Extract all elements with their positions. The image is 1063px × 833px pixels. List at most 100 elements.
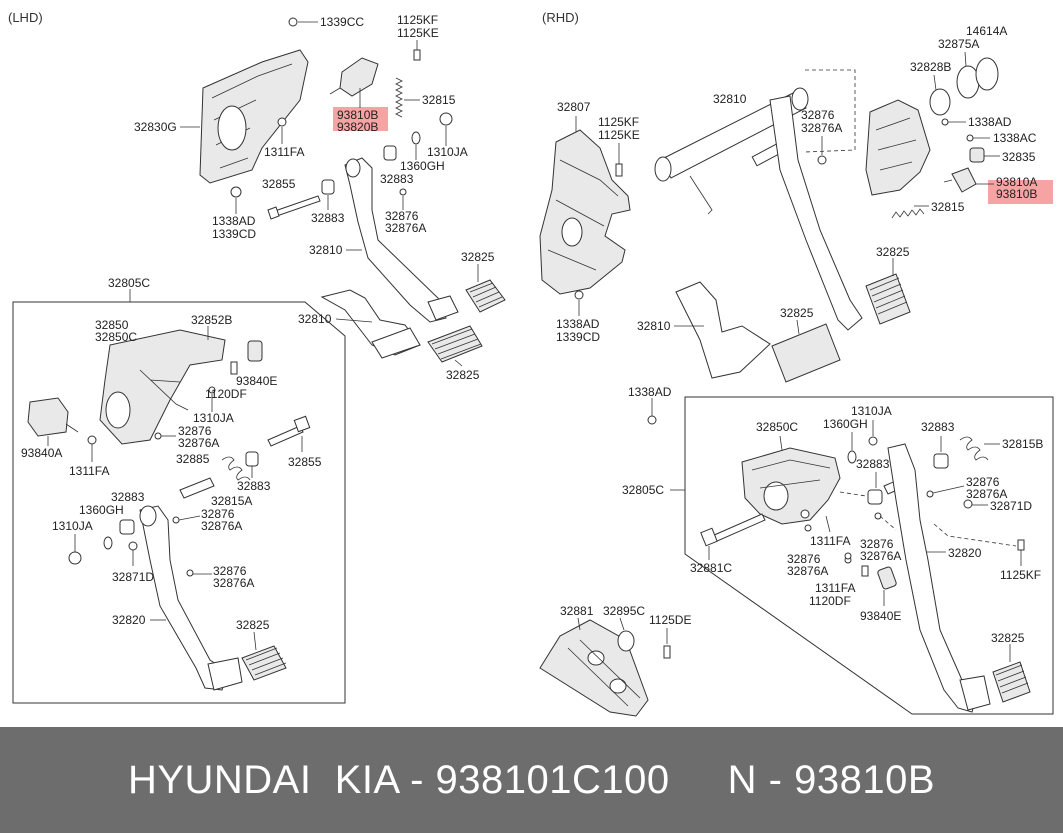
lhd-label: (LHD) — [8, 10, 43, 25]
label-32810b-lhd: 32810 — [298, 312, 332, 326]
parts-diagram: (LHD) (RHD) — [8, 10, 1054, 717]
label-32876a-box-rhd: 32876A — [966, 487, 1007, 501]
clip-14614a — [975, 57, 999, 91]
label-1125de: 1125DE — [649, 613, 691, 627]
label-32881c: 32881C — [690, 561, 732, 575]
pedal-pad-32825-rhd-box — [992, 661, 1031, 703]
pedal-pad-32825-rhd — [865, 273, 911, 325]
spring-32815a-lhd — [221, 456, 251, 481]
nut-1339cc — [288, 17, 298, 27]
bracket-32830g — [199, 49, 309, 184]
label-1311fa-box-rhd: 1311FA — [810, 534, 850, 548]
washer-1360gh-box-lhd — [103, 536, 113, 550]
label-32876-box-rhd: 32876 — [966, 475, 1000, 489]
label-32825-box-rhd: 32825 — [991, 631, 1025, 645]
bolt-1125kf-rhd — [615, 163, 623, 177]
bolt-1125kf — [413, 49, 421, 61]
bracket-32850c-rhd — [741, 447, 841, 525]
label-32825-box-lhd: 32825 — [236, 618, 270, 632]
label-93810a: 93810A — [996, 175, 1037, 189]
label-32876b-box-rhd: 32876 — [860, 537, 894, 551]
bracket-32850-lhd — [99, 329, 226, 445]
switch-93840a — [27, 397, 69, 437]
label-1338ad-rhd: 1338AD — [968, 115, 1012, 129]
label-1311fa-lhd: 1311FA — [264, 145, 304, 159]
nut-1310ja-b-lhd — [68, 551, 82, 565]
stop-lamp-switch-rhd — [951, 167, 977, 193]
label-32810-rhd: 32810 — [713, 92, 747, 106]
nut-1311fa-lhd — [277, 117, 287, 127]
label-32876a-lhd: 32876A — [385, 221, 426, 235]
label-32881: 32881 — [560, 604, 594, 618]
spring-32815b — [959, 436, 989, 461]
pedal-arm-32810-lhd — [344, 157, 447, 323]
rhd-upper-labels: 14614A 32875A 32828B 32807 32810 1125KF … — [556, 24, 1037, 416]
nut-1338ad-rhd — [941, 118, 949, 126]
nut-1311fa-box-lhd — [87, 435, 97, 445]
label-32855-lhd: 32855 — [262, 177, 296, 191]
pin-32885-lhd — [179, 477, 215, 499]
bushing-32883b-lhd — [321, 179, 335, 195]
label-32876ab-box-lhd: 32876A — [201, 519, 242, 533]
nut-1338ad-lhd — [230, 186, 242, 198]
part-number-banner: HYUNDAI KIA - 938101C100 N - 93810B — [0, 727, 1063, 833]
label-32850c-lhd: 32850C — [95, 330, 137, 344]
lhd-box-labels: 32850 32850C 32852B 93840E 1120DF 93840A… — [21, 313, 322, 651]
bushing-32871d-lhd — [128, 541, 138, 551]
pedal-arm-32820-rhd — [887, 443, 979, 713]
label-1310ja-rhd: 1310JA — [851, 404, 892, 418]
label-1338ad-lhd: 1338AD — [212, 214, 256, 228]
label-1339cd-lhd: 1339CD — [212, 227, 256, 241]
label-32883b-rhd: 32883 — [856, 457, 890, 471]
bolt-1120df-rhd — [861, 565, 869, 577]
box-frame-lhd — [12, 301, 346, 704]
label-32805c-rhd: 32805C — [622, 483, 664, 497]
label-32876ac-box-lhd: 32876A — [213, 576, 254, 590]
stop-lamp-switch-lhd — [339, 57, 379, 97]
label-93810b-lhd: 93810B — [337, 108, 378, 122]
label-32876b-box-lhd: 32876 — [201, 507, 235, 521]
label-1339cc: 1339CC — [320, 15, 364, 29]
label-32876ab-box-rhd: 32876A — [860, 549, 901, 563]
label-93840e-lhd: 93840E — [236, 374, 277, 388]
cap-32895c — [617, 630, 635, 652]
label-32815-rhd: 32815 — [931, 200, 965, 214]
label-32876a-rhd: 32876A — [801, 121, 842, 135]
label-32825-lhd: 32825 — [461, 250, 495, 264]
nut-1311fa-rhd — [844, 552, 852, 560]
label-32855-box-lhd: 32855 — [288, 455, 322, 469]
label-32895c: 32895C — [603, 604, 645, 618]
label-32876a-box-lhd: 32876A — [178, 436, 219, 450]
highlight-93810b-lhd — [333, 107, 388, 131]
label-1338adb-rhd: 1338AD — [556, 317, 600, 331]
sensor-93840e-rhd — [877, 566, 897, 590]
label-32825b-lhd: 32825 — [446, 368, 480, 382]
spring-32815-lhd — [395, 77, 403, 118]
lhd-upper-labels: 1339CC 1125KF 1125KE 93810B 93820B 32815… — [134, 13, 495, 382]
label-1360gh-lhd: 1360GH — [400, 159, 445, 173]
lhd-upper-assembly — [199, 17, 506, 363]
label-14614a: 14614A — [966, 24, 1007, 38]
label-32876-rhd: 32876 — [801, 108, 835, 122]
label-32820-lhd: 32820 — [112, 613, 146, 627]
rhd-upper-assembly — [539, 57, 1053, 425]
dashed-frame-rhd — [804, 69, 856, 153]
stopper-32835 — [969, 147, 985, 163]
bolt-1310ja-box-lhd — [208, 386, 216, 394]
rhd-label: (RHD) — [542, 10, 579, 25]
label-32875a: 32875A — [938, 37, 979, 51]
bushing-32883-lhd — [383, 145, 397, 161]
label-32883-box-lhd: 32883 — [237, 479, 271, 493]
label-32825b-rhd: 32825 — [780, 306, 814, 320]
label-93840e-rhd: 93840E — [860, 609, 901, 623]
label-1311fa-box-lhd: 1311FA — [69, 464, 109, 478]
label-1125kf-rhd: 1125KF — [598, 115, 639, 129]
label-1125kf-box-rhd: 1125KF — [1000, 568, 1041, 582]
nut-1310ja-lhd — [439, 112, 453, 126]
label-93820b: 93820B — [337, 120, 378, 134]
label-32815-lhd: 32815 — [422, 93, 456, 107]
label-32883-lhd: 32883 — [380, 172, 414, 186]
label-1120df-lhd: 1120DF — [205, 387, 247, 401]
washer-1360gh-lhd — [411, 131, 421, 145]
label-32883b-lhd: 32883 — [311, 211, 345, 225]
